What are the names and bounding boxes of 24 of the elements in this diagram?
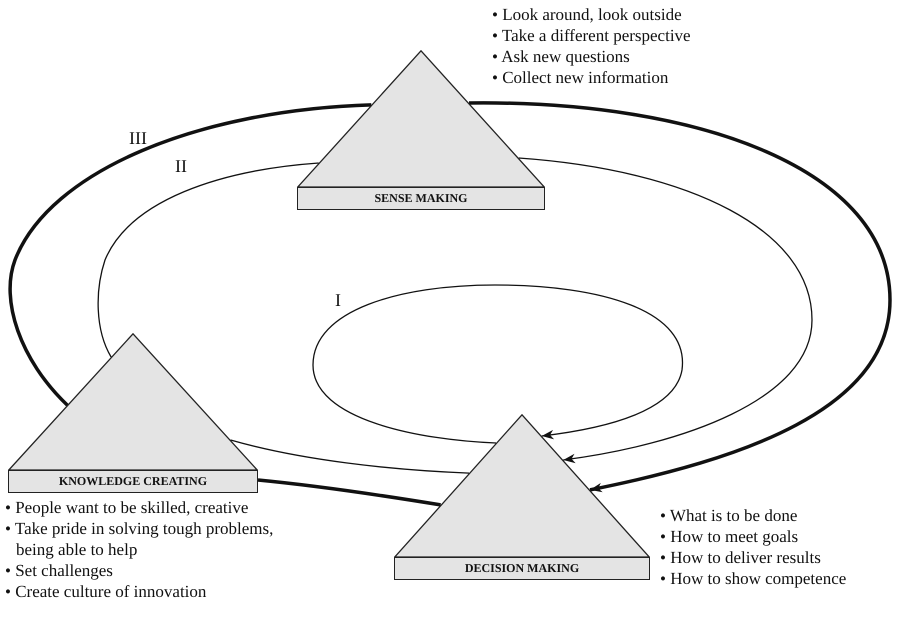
bullet-point: • Create culture of innovation <box>5 581 208 602</box>
node-label: SENSE MAKING <box>297 187 545 210</box>
bullet-point: • How to deliver results <box>660 547 822 568</box>
loop-line <box>8 103 372 406</box>
bullet-point: • How to meet goals <box>660 526 800 547</box>
loop-line <box>230 439 470 474</box>
bullet-point: • Look around, look outside <box>492 4 683 25</box>
bullet-point: • What is to be done <box>660 505 798 526</box>
triangle-node <box>8 333 258 493</box>
loop-line <box>98 162 319 358</box>
loop-arrow <box>518 157 813 463</box>
bullet-point: • Ask new questions <box>492 46 631 67</box>
bullet-point: • Take pride in solving tough problems, being able to help <box>5 518 274 560</box>
node-label: KNOWLEDGE CREATING <box>8 470 258 493</box>
bullet-point: • Collect new information <box>492 67 670 88</box>
loop-arrow <box>468 101 892 492</box>
loop-line <box>258 478 441 507</box>
triangle-node <box>394 414 650 580</box>
loop-arrow <box>312 284 683 444</box>
bullet-point: • People want to be skilled, creative <box>5 497 250 518</box>
bullet-point: • Take a different perspective <box>492 25 692 46</box>
bullet-point: • How to show competence <box>660 568 848 589</box>
node-label: DECISION MAKING <box>394 557 650 580</box>
bullet-point: • Set challenges <box>5 560 114 581</box>
